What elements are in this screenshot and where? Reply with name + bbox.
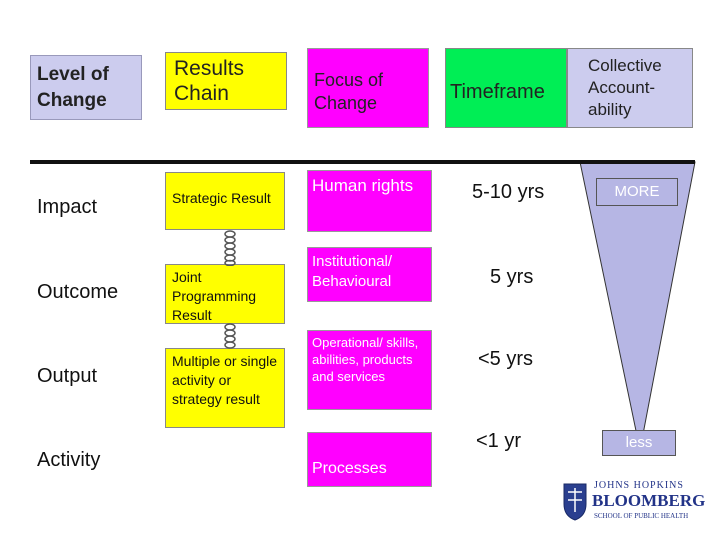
- chain-strategic-result: Strategic Result: [165, 172, 285, 230]
- header-level-of-change: Level of Change: [30, 55, 142, 120]
- header-timeframe: Timeframe: [445, 48, 567, 128]
- focus-institutional-behavioural: Institutional/ Behavioural: [307, 247, 432, 302]
- accountability-less: less: [602, 430, 676, 456]
- level-output: Output: [37, 365, 98, 387]
- focus-operational: Operational/ skills, abilities, products…: [307, 330, 432, 410]
- level-activity: Activity: [37, 449, 101, 471]
- level-impact: Impact: [37, 196, 98, 218]
- chain-activity-result: Multiple or single activity or strategy …: [165, 348, 285, 428]
- chain-link-icon: [224, 323, 236, 349]
- chain-link-icon: [224, 230, 236, 266]
- focus-human-rights: Human rights: [307, 170, 432, 232]
- header-results-chain: Results Chain: [165, 52, 287, 110]
- timeframe-under-1-yr: <1 yr: [476, 430, 522, 452]
- header-divider: [30, 160, 695, 164]
- timeframe-5-10-yrs: 5-10 yrs: [472, 181, 545, 203]
- header-focus-of-change: Focus of Change: [307, 48, 429, 128]
- logo-line-1: JOHNS HOPKINS: [594, 480, 684, 491]
- shield-icon: [563, 483, 587, 521]
- logo-line-3: SCHOOL OF PUBLIC HEALTH: [594, 512, 689, 520]
- johns-hopkins-logo: JOHNS HOPKINS BLOOMBERG SCHOOL OF PUBLIC…: [562, 478, 712, 528]
- chain-joint-programming-result: Joint Programming Result: [165, 264, 285, 324]
- focus-processes: Processes: [307, 432, 432, 487]
- accountability-more: MORE: [596, 178, 678, 206]
- timeframe-under-5-yrs: <5 yrs: [478, 348, 534, 370]
- level-outcome: Outcome: [37, 281, 119, 303]
- header-collective-accountability: Collective Account-ability: [567, 48, 693, 128]
- timeframe-5-yrs: 5 yrs: [490, 266, 534, 288]
- logo-line-2: BLOOMBERG: [592, 491, 706, 510]
